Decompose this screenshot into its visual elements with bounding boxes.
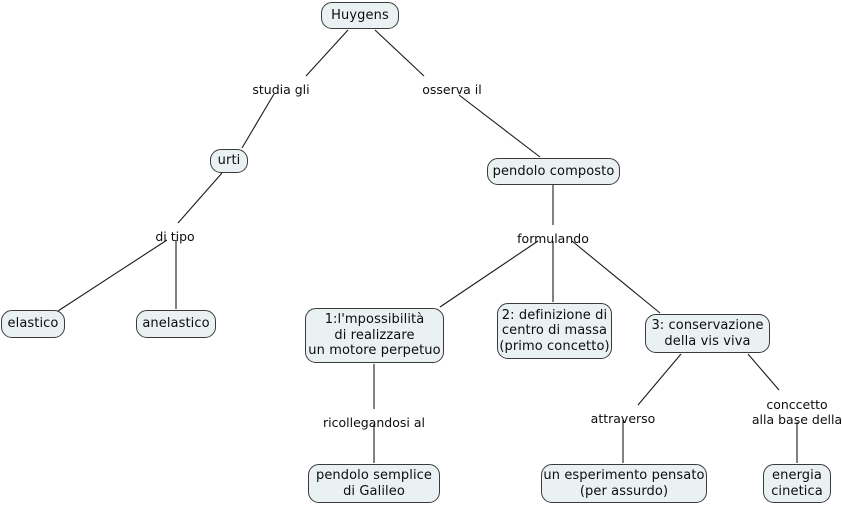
edge-n3-conccetto (747, 353, 780, 391)
link-label-osserva_il: osserva il (422, 82, 482, 97)
concept-node-urti[interactable]: urti (210, 149, 248, 173)
link-label-attraverso: attraverso (590, 411, 656, 426)
concept-node-vis_viva[interactable]: 3: conservazione della vis viva (645, 314, 770, 353)
concept-node-anelastico[interactable]: anelastico (136, 310, 216, 338)
edge-formulando-n1 (439, 240, 539, 308)
edge-n3-attraverso (637, 353, 682, 406)
link-label-ricollegandosi_al: ricollegandosi al (323, 415, 425, 430)
concept-node-energia_cinetica[interactable]: energia cinetica (763, 464, 831, 503)
edge-formulando-n3 (571, 240, 661, 314)
concept-node-elastico[interactable]: elastico (1, 310, 65, 338)
link-label-studia_gli: studia gli (252, 82, 310, 97)
edge-ditipo-elastico (57, 239, 168, 312)
link-label-di_tipo: di tipo (155, 229, 195, 244)
concept-node-pendolo_semplice[interactable]: pendolo semplice di Galileo (308, 464, 440, 503)
edge-osserva-pendolo (458, 94, 541, 158)
concept-node-huygens[interactable]: Huygens (321, 2, 399, 29)
concept-node-centro_massa[interactable]: 2: definizione di centro di massa (primo… (497, 303, 612, 359)
edge-studia-urti (241, 93, 275, 149)
link-label-formulando: formulando (517, 231, 589, 246)
link-label-conccetto: conccetto alla base della (751, 397, 842, 427)
edge-huygens-osserva (374, 29, 425, 77)
concept-node-impossibilita[interactable]: 1:l'mpossibilità di realizzare un motore… (305, 308, 444, 363)
edge-huygens-studia (305, 29, 349, 77)
edge-urti-ditipo (177, 172, 223, 224)
concept-node-esperimento[interactable]: un esperimento pensato (per assurdo) (541, 464, 707, 503)
concept-node-pendolo_composto[interactable]: pendolo composto (487, 158, 620, 185)
